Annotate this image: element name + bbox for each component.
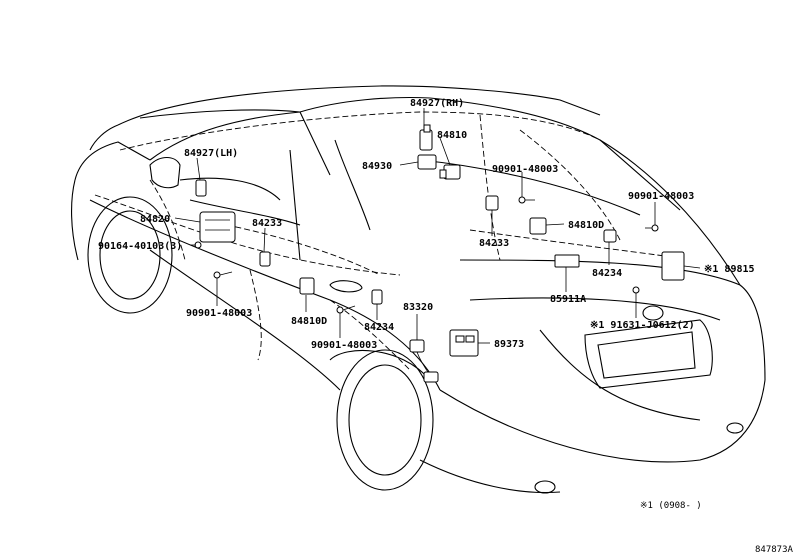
switch-84233-left	[259, 251, 271, 267]
switch-84234-right	[603, 229, 617, 243]
label-90901-48003-bottom: 90901-48003	[311, 340, 377, 351]
module-89373	[449, 329, 479, 357]
rh-switch-84927	[419, 124, 433, 151]
label-90901-48003-mid: 90901-48003	[492, 164, 558, 175]
label-90164-40103: 90164-40103(3)	[98, 241, 182, 252]
label-90901-48003-left: 90901-48003	[186, 308, 252, 319]
switch-84233-right	[485, 195, 499, 211]
module-85911a	[554, 254, 580, 268]
sensor-83320	[409, 339, 439, 383]
switch-84810d-left	[299, 277, 315, 295]
label-90901-48003-right: 90901-48003	[628, 191, 694, 202]
label-84930: 84930	[362, 161, 392, 172]
module-89815	[661, 251, 685, 281]
label-84234-left: 84234	[364, 322, 394, 333]
label-84233-left: 84233	[252, 218, 282, 229]
diagram-code: 847873A	[755, 545, 794, 555]
label-84234-right: 84234	[592, 268, 622, 279]
car-body-outline	[71, 85, 766, 494]
part-labels: 84927(RH) 84810 84930 84927(LH) 90901-48…	[98, 98, 755, 351]
label-84927-lh: 84927(LH)	[184, 148, 238, 159]
footnote-date-range: ※1 (0908- )	[640, 501, 702, 511]
label-89373: 89373	[494, 339, 524, 350]
label-84233-right: 84233	[479, 238, 509, 249]
label-85911a: 85911A	[550, 294, 586, 305]
screw-90901-a	[213, 271, 233, 279]
label-84927-rh: 84927(RH)	[410, 98, 464, 109]
screw-90901-b	[518, 196, 535, 204]
screw-91631	[632, 286, 640, 294]
screw-90901-d	[645, 224, 659, 232]
label-84810d-left: 84810D	[291, 316, 327, 327]
label-83320: 83320	[403, 302, 433, 313]
label-91631-j0612: ※1 91631-J0612(2)	[590, 320, 695, 331]
label-84810-top: 84810	[437, 130, 467, 141]
switch-84930	[417, 154, 437, 170]
switch-84810-top	[439, 164, 461, 180]
lh-switch-84927	[195, 179, 207, 197]
leader-lines	[174, 108, 701, 344]
label-84820: 84820	[140, 214, 170, 225]
master-switch-84820	[199, 211, 236, 243]
label-89815: ※1 89815	[704, 264, 755, 275]
switch-84810d-right	[529, 217, 547, 235]
label-84810d-right: 84810D	[568, 220, 604, 231]
component-parts	[194, 124, 685, 383]
switch-84234-left	[371, 289, 383, 305]
